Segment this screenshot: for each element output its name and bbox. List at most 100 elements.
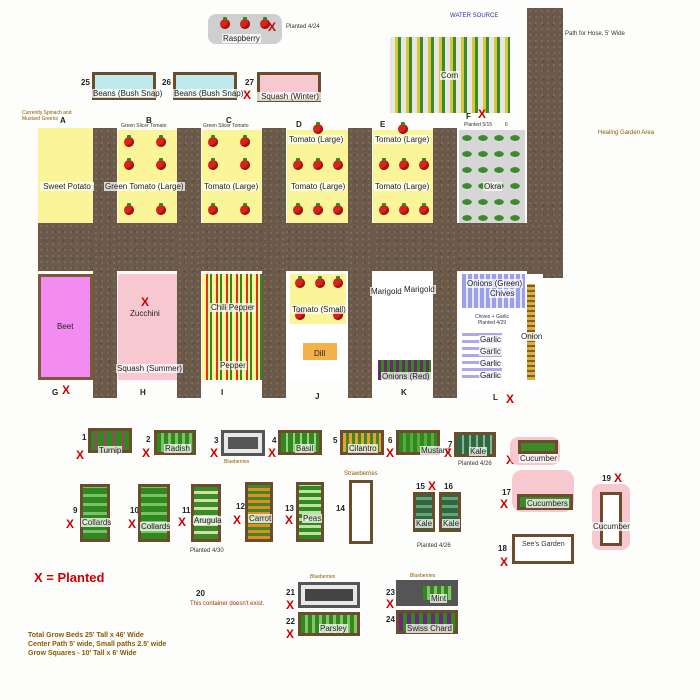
beet-bed[interactable] bbox=[38, 274, 93, 380]
collards-label-9: Collards bbox=[81, 518, 113, 527]
container-number-21: 21 bbox=[286, 588, 295, 597]
mint-label: Mint bbox=[430, 594, 448, 603]
cucumber-container-19[interactable] bbox=[592, 484, 630, 550]
bed-letter-g: G bbox=[52, 388, 59, 397]
beans-label-25: Beans (Bush Snap) bbox=[92, 89, 163, 98]
pepper-label: Pepper bbox=[219, 361, 247, 370]
cucumbers-label: Cucumbers bbox=[526, 499, 569, 508]
tomato-large-label-d-top: Tomato (Large) bbox=[288, 135, 345, 144]
beans-label-26: Beans (Bush Snap) bbox=[173, 89, 244, 98]
container-number-12: 12 bbox=[236, 502, 245, 511]
swiss-chard-label: Swiss Chard bbox=[406, 624, 453, 633]
cucumber-label-19: Cucumber bbox=[592, 522, 631, 531]
blueberry-note-3: Blueberries bbox=[224, 459, 250, 465]
planted-mark: X bbox=[268, 20, 277, 34]
cilantro-label: Cilantro bbox=[348, 444, 378, 453]
blueberry-note-21: Blueberries bbox=[310, 574, 336, 580]
small-path-1 bbox=[93, 128, 117, 398]
container-number-10: 10 bbox=[130, 506, 139, 515]
planted-mark: X bbox=[506, 392, 515, 406]
small-path-4 bbox=[348, 128, 372, 398]
corn-bed[interactable] bbox=[390, 37, 510, 113]
collards-container-9[interactable] bbox=[80, 484, 110, 542]
planted-mark: X bbox=[268, 446, 277, 460]
onions-green-label: Onions (Green) bbox=[466, 279, 524, 288]
mustard-label: Mustard bbox=[420, 446, 451, 455]
center-path bbox=[38, 223, 563, 271]
bed-c-note: Green Slicer Tomato bbox=[203, 123, 249, 129]
dill-label: Dill bbox=[314, 349, 326, 358]
container-20-note: This container doesn't exist. bbox=[190, 601, 265, 607]
raspberry-label: Raspberry bbox=[222, 34, 261, 43]
planted-mark: X bbox=[386, 597, 395, 611]
blueberry-container-21[interactable] bbox=[298, 582, 360, 608]
planted-mark: X bbox=[128, 517, 137, 531]
planted-mark: X bbox=[478, 107, 487, 121]
tomato-small-label: Tomato (Small) bbox=[291, 305, 347, 314]
container-number-23: 23 bbox=[386, 588, 395, 597]
okra-bed[interactable] bbox=[459, 130, 525, 223]
marigold-label-2: Marigold bbox=[403, 285, 436, 294]
raspberry-bed[interactable]: Raspberry bbox=[208, 14, 282, 44]
planted-mark: X bbox=[243, 88, 252, 102]
bed-number-27: 27 bbox=[245, 78, 254, 87]
turnip-label: Turnip bbox=[98, 446, 123, 455]
onion-label: Onion bbox=[520, 332, 544, 341]
arugula-note: Planted 4/30 bbox=[190, 548, 224, 554]
zucchini-squash-bed[interactable] bbox=[118, 274, 177, 380]
planted-mark: X bbox=[62, 383, 71, 397]
planted-mark: X bbox=[286, 627, 295, 641]
garlic-label-2: Garlic bbox=[479, 347, 502, 356]
bed-letter-h: H bbox=[140, 388, 146, 397]
bed-number-25: 25 bbox=[81, 78, 90, 87]
tomato-large-label-e-top: Tomato (Large) bbox=[374, 135, 431, 144]
cucumber-label-8: Cucumber bbox=[519, 454, 558, 463]
bed-f-note2: 6 bbox=[505, 122, 508, 128]
container-number-2: 2 bbox=[146, 435, 151, 444]
blueberry-container-3[interactable] bbox=[221, 430, 265, 456]
bed-l-note: Chives + Garlic Planted 4/29 bbox=[474, 314, 510, 326]
container-number-3: 3 bbox=[214, 436, 219, 445]
container-number-20: 20 bbox=[196, 589, 205, 598]
garlic-label-1: Garlic bbox=[479, 335, 502, 344]
strawberry-container[interactable] bbox=[349, 480, 373, 544]
planted-mark: X bbox=[141, 295, 150, 309]
radish-container[interactable] bbox=[154, 430, 196, 455]
container-number-6: 6 bbox=[388, 436, 393, 445]
peas-container[interactable] bbox=[296, 482, 324, 542]
bed-letter-k: K bbox=[401, 388, 407, 397]
bed-letter-d: D bbox=[296, 120, 302, 129]
carrot-container[interactable] bbox=[245, 482, 273, 542]
pepper-bed[interactable] bbox=[202, 274, 262, 380]
planted-mark: X bbox=[66, 517, 75, 531]
squash-winter-label: Squash (Winter) bbox=[257, 92, 323, 101]
legend-line-2: Center Path 5' wide, Small paths 2.5' wi… bbox=[28, 641, 167, 648]
kale-label-15: Kale bbox=[415, 519, 434, 528]
zucchini-label: Zucchini bbox=[130, 309, 160, 318]
bed-letter-e: E bbox=[380, 120, 386, 129]
planted-mark: X bbox=[210, 446, 219, 460]
container-number-9: 9 bbox=[73, 506, 78, 515]
legend-line-1: Total Grow Beds 25' Tall x 46' Wide bbox=[28, 632, 144, 639]
strawberry-note: Strawberries bbox=[344, 471, 378, 477]
collards-container-10[interactable] bbox=[138, 484, 170, 542]
planted-mark: X bbox=[428, 479, 437, 493]
mint-container[interactable] bbox=[396, 580, 458, 606]
planted-mark: X bbox=[286, 598, 295, 612]
water-source-label: WATER SOURCE bbox=[450, 13, 499, 19]
raspberry-note: Planted 4/24 bbox=[286, 24, 320, 30]
carrot-label: Carrot bbox=[248, 514, 273, 523]
container-number-14: 14 bbox=[336, 504, 345, 513]
sweet-potato-bed[interactable] bbox=[38, 128, 93, 223]
legend-planted: X = Planted bbox=[34, 570, 105, 585]
legend-line-3: Grow Squares - 10' Tall x 6' Wide bbox=[28, 650, 137, 657]
planted-mark: X bbox=[76, 448, 85, 462]
planted-mark: X bbox=[500, 555, 509, 569]
sees-garden-container[interactable] bbox=[512, 534, 574, 564]
arugula-container[interactable] bbox=[191, 484, 221, 542]
bed-letter-j: J bbox=[315, 392, 320, 401]
dill-patch[interactable] bbox=[303, 343, 337, 360]
marigold-label-1: Marigold bbox=[370, 287, 403, 296]
bed-letter-c: C bbox=[226, 116, 232, 125]
blueberry-note-23: Blueberries bbox=[410, 573, 436, 579]
